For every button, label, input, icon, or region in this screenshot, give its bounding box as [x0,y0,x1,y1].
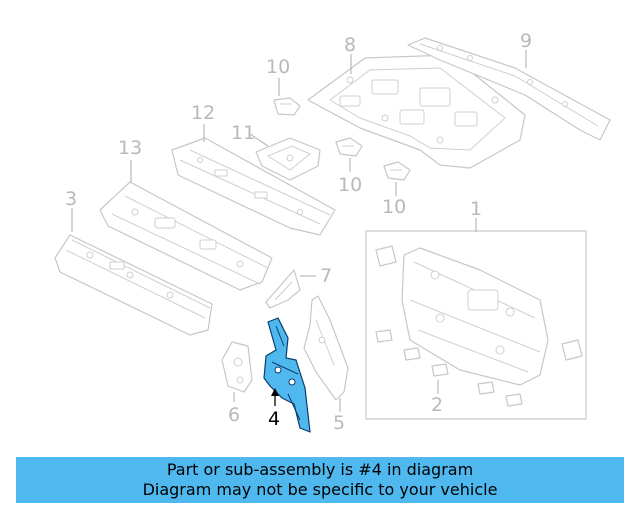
banner-line-1: Part or sub-assembly is #4 in diagram [166,460,474,479]
info-banner: Part or sub-assembly is #4 in diagram Di… [16,457,624,503]
part-4-highlighted [263,317,311,433]
part-11-bracket [255,137,321,181]
part-6-bracket [221,341,253,393]
label-part-10-b: 10 [338,174,363,196]
part-3-rear-panel [54,234,213,336]
label-part-11: 11 [231,122,256,144]
label-part-4-highlighted: 4 [268,408,281,430]
part-10-bracket-c [383,161,411,181]
part-7-bracket [265,269,301,309]
label-part-13: 13 [118,137,143,159]
part-1-assembly-box [365,230,587,420]
label-part-1: 1 [470,198,483,220]
part-9-upper-rail [407,37,611,141]
label-part-5: 5 [333,412,346,434]
leader-lines [71,50,527,412]
label-part-10-a: 10 [266,56,291,78]
label-part-7: 7 [320,265,333,287]
part-12-crossmember [171,137,336,236]
part-8-package-tray [307,54,526,169]
part-5-panel [303,295,349,401]
label-part-12: 12 [191,102,216,124]
label-part-8: 8 [344,34,357,56]
banner-line-2: Diagram may not be specific to your vehi… [142,480,498,499]
part-10-bracket-b [335,137,363,157]
label-part-9: 9 [520,30,533,52]
label-part-3: 3 [65,188,78,210]
label-part-6: 6 [228,404,241,426]
label-part-10-c: 10 [382,196,407,218]
parts-diagram [54,37,611,433]
part-10-bracket-a [273,97,301,116]
part-13-crossmember [99,181,273,291]
label-part-2: 2 [431,394,444,416]
